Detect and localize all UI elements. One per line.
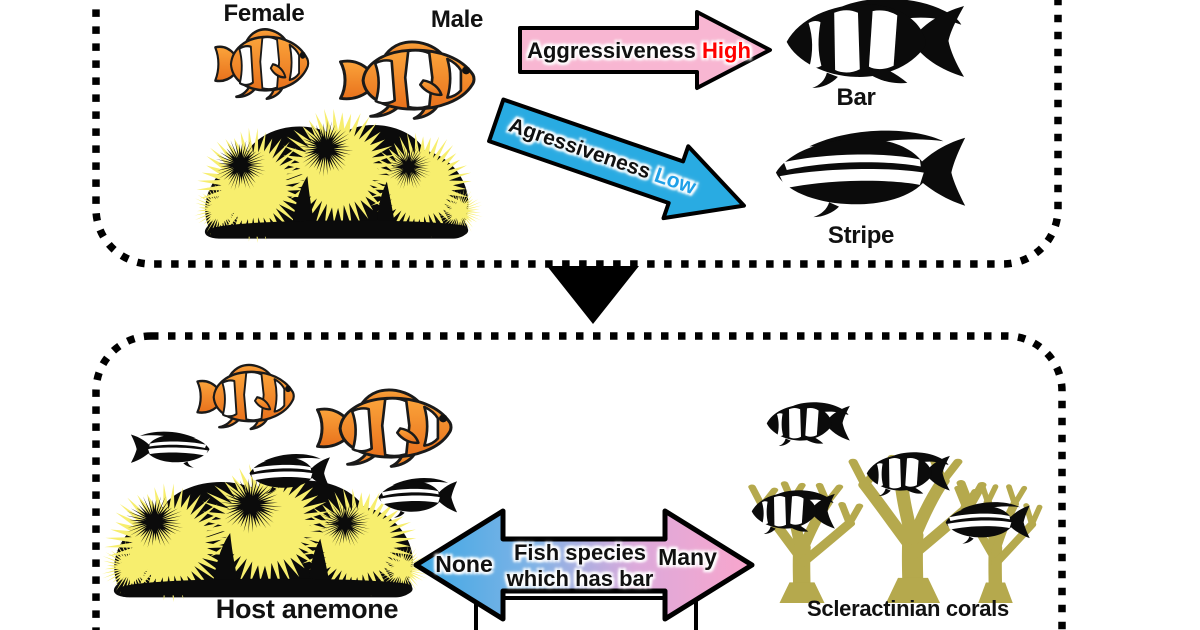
male-label: Male: [430, 6, 484, 33]
axis-many-label: Many: [658, 544, 717, 570]
axis-title: Fish species which has bar: [482, 540, 678, 592]
axis-title-line1: Fish species: [513, 540, 647, 565]
bottom-female-clownfish-icon: [196, 363, 295, 431]
male-clownfish-icon: [339, 40, 476, 120]
bar-fish-icon: [866, 452, 950, 496]
aggressiveness-low-value: Low: [651, 163, 699, 200]
aggressiveness-high-text: Aggressiveness High: [524, 33, 754, 69]
axis-none-label: None: [435, 551, 493, 577]
aggressiveness-high-label: Aggressiveness: [527, 38, 696, 63]
axis-title-line2: which has bar: [506, 566, 654, 591]
cutoff-text-box: [474, 596, 698, 630]
bottom-panel-dashed-border: [92, 332, 1066, 630]
scleractinian-corals-label: Scleractinian corals: [807, 596, 1009, 621]
female-clownfish-icon: [213, 28, 310, 101]
aggressiveness-low-arrow: Agressiveness Low: [481, 80, 760, 246]
anemone-icon: [194, 108, 483, 244]
stripe-fish-icon: [945, 502, 1030, 544]
flow-down-triangle-icon: [547, 266, 639, 324]
top-panel-dashed-border: [92, 0, 1062, 268]
gradient-axis-arrow: [413, 508, 755, 622]
stripe-label: Stripe: [827, 222, 895, 249]
aggressiveness-high-arrow: [518, 10, 772, 90]
bar-fish-icon: [766, 402, 850, 446]
bar-label: Bar: [836, 84, 876, 111]
bar-fish-icon: [786, 0, 965, 88]
female-label: Female: [223, 0, 305, 27]
aggressiveness-high-value: High: [702, 38, 751, 63]
stripe-fish-icon: [130, 431, 210, 468]
stripe-fish-icon: [775, 130, 966, 218]
stripe-fish-icon: [249, 453, 330, 494]
bar-fish-icon: [751, 490, 835, 534]
host-anemone-label: Host anemone: [215, 594, 399, 624]
